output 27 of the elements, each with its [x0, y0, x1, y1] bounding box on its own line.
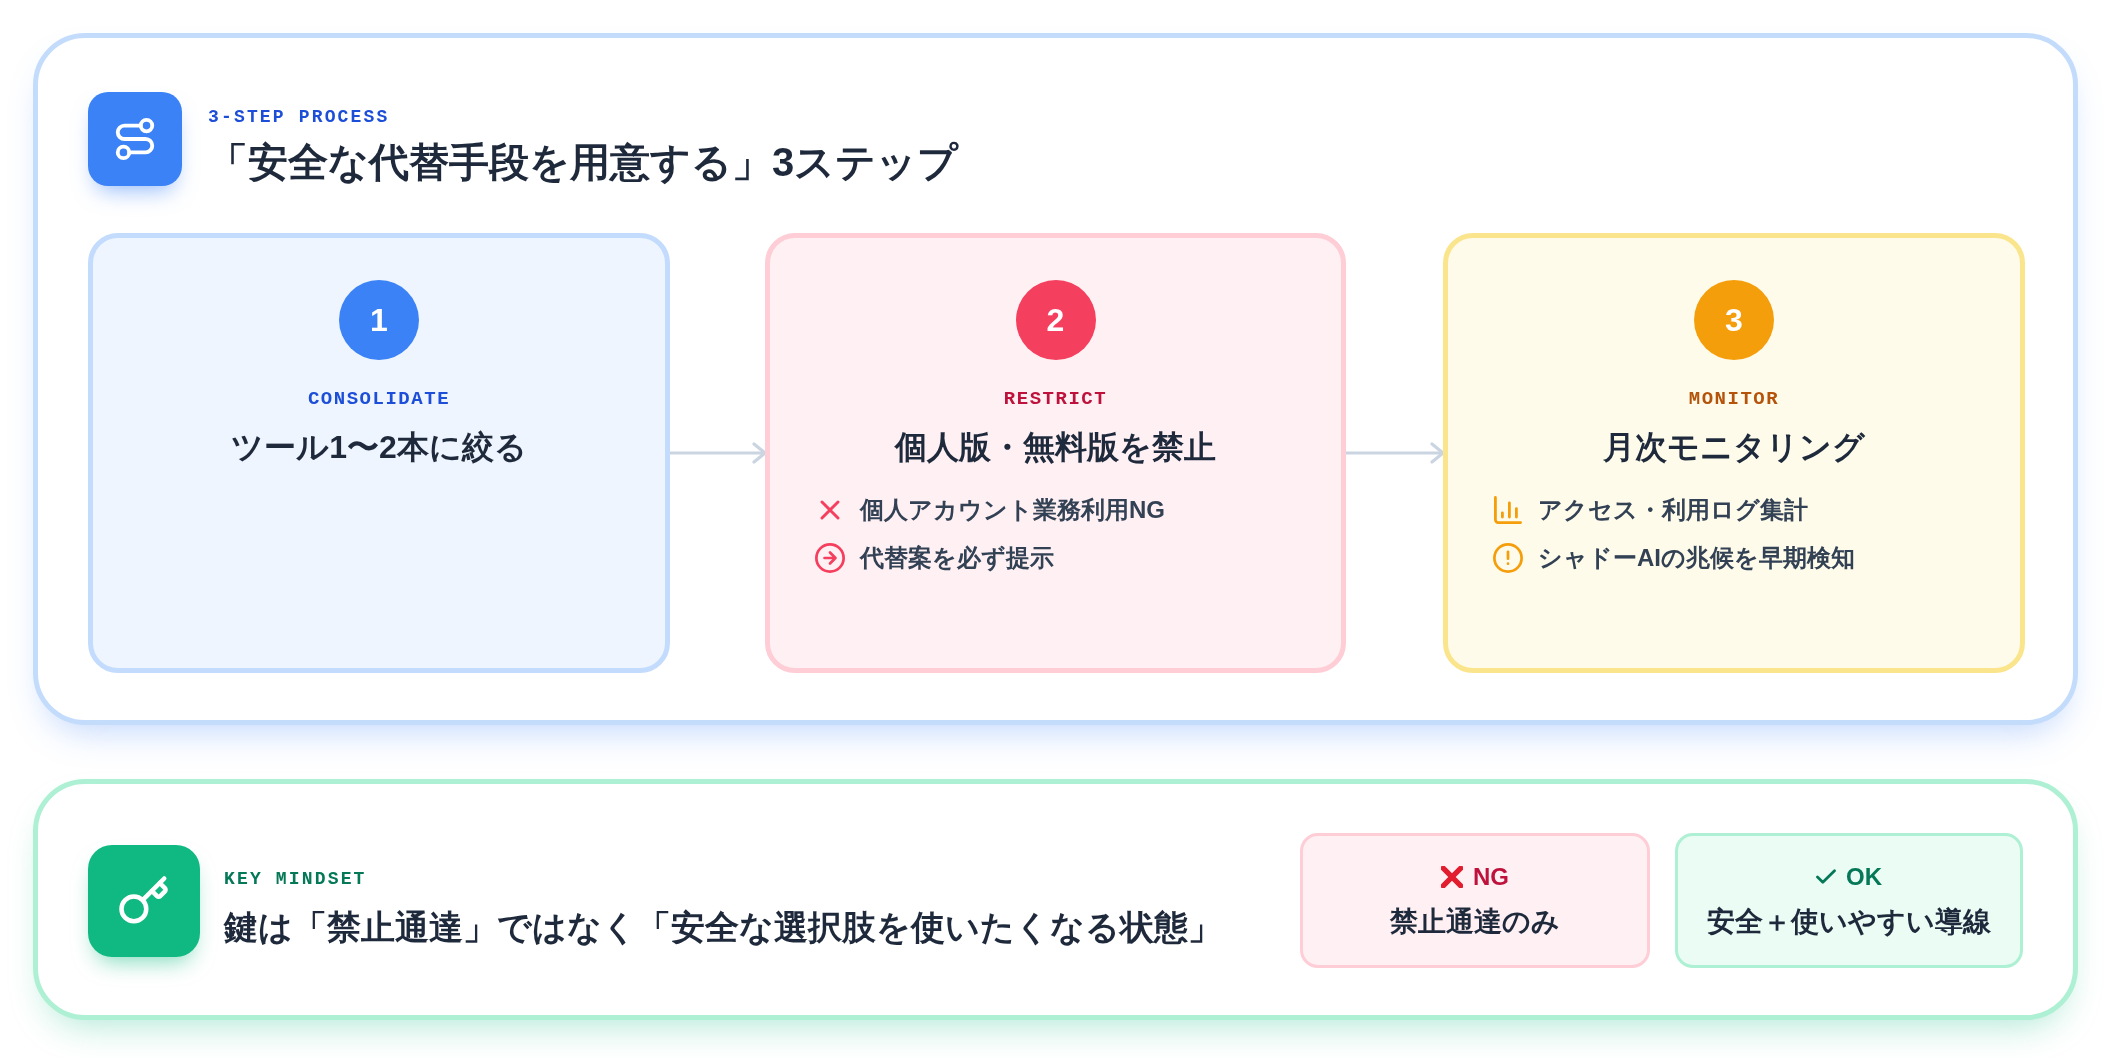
ok-card [1675, 833, 2023, 968]
list-item-text: 代替案を必ず提示 [860, 543, 1054, 574]
arrow [668, 442, 767, 464]
step-card [1443, 233, 2025, 673]
process-panel [33, 33, 2078, 725]
verdict-text: 禁止通達のみ [1390, 904, 1560, 939]
step-heading: 個人版・無料版を禁止 [895, 428, 1216, 467]
list-item-text: アクセス・利用ログ集計 [1538, 495, 1808, 525]
list-item-text: シャドーAIの兆候を早期検知 [1538, 543, 1855, 573]
verdict-text: 安全＋使いやすい導線 [1707, 904, 1991, 939]
section-title: 「安全な代替手段を用意する」3ステップ [208, 139, 959, 186]
ng-card [1300, 833, 1650, 968]
step-kicker: MONITOR [1688, 387, 1780, 411]
verdict-label: NG [1473, 861, 1509, 892]
arrow [1344, 442, 1445, 464]
list-item-text: 個人アカウント業務利用NG [860, 495, 1165, 525]
step-heading: 月次モニタリング [1603, 428, 1865, 467]
section-title: 鍵は「禁止通達」ではなく「安全な選択肢を使いたくなる状態」 [224, 907, 1222, 948]
step-card [88, 233, 670, 673]
verdict-label: OK [1846, 861, 1882, 892]
step-card [765, 233, 1346, 673]
mindset-panel [33, 779, 2078, 1020]
section-kicker: 3-STEP PROCESS [208, 106, 390, 128]
step-kicker: CONSOLIDATE [307, 387, 451, 411]
section-kicker: KEY MINDSET [224, 868, 367, 890]
step-heading: ツール1〜2本に絞る [231, 428, 527, 467]
step-kicker: RESTRICT [1003, 387, 1108, 411]
